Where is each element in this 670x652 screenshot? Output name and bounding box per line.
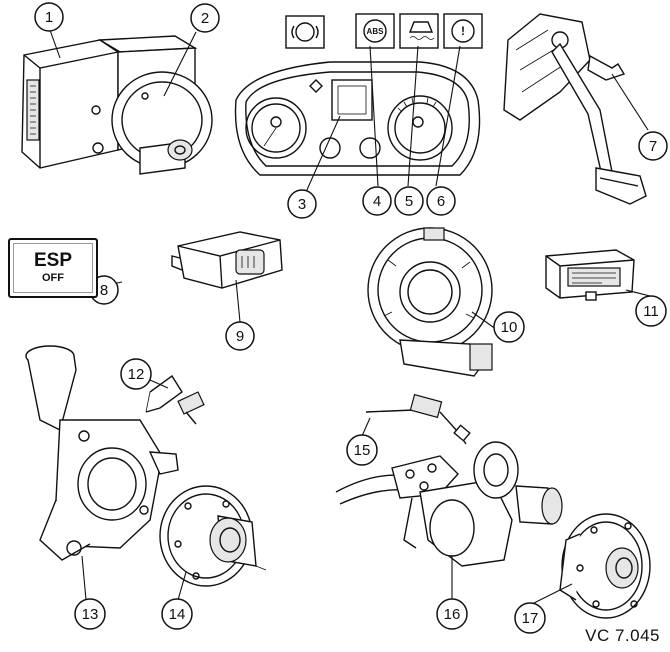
svg-text:14: 14 [169, 606, 186, 623]
svg-text:13: 13 [82, 606, 99, 623]
svg-text:16: 16 [444, 606, 461, 623]
rear-axle-stub [335, 441, 563, 567]
abs-hydraulic-unit [21, 35, 213, 175]
svg-text:8: 8 [100, 282, 108, 299]
callout-12: 12 [120, 358, 152, 390]
callout-6: 6 [426, 186, 456, 216]
warning-lamp-esp [285, 15, 325, 49]
instrument-cluster [234, 61, 481, 176]
svg-text:17: 17 [522, 610, 539, 627]
svg-text:2: 2 [201, 10, 209, 27]
esp-switch-sublabel: OFF [42, 272, 64, 284]
front-steering-knuckle [25, 345, 179, 561]
rear-wheel-hub [559, 513, 651, 619]
warning-lamp-abs: ABS [355, 13, 395, 49]
callout-7: 7 [638, 131, 668, 161]
callout-14: 14 [161, 598, 193, 630]
callout-9: 9 [225, 321, 255, 351]
callout-17: 17 [514, 602, 546, 634]
warning-lamp-general: ! [443, 13, 483, 49]
callout-15: 15 [346, 434, 378, 466]
svg-text:10: 10 [501, 319, 518, 336]
svg-text:9: 9 [236, 328, 244, 345]
svg-text:4: 4 [373, 193, 381, 210]
svg-text:11: 11 [643, 303, 659, 320]
rear-wheel-speed-sensor [365, 393, 471, 445]
svg-text:5: 5 [405, 193, 413, 210]
callout-10: 10 [493, 311, 525, 343]
reference-code: VC 7.045 [585, 626, 660, 645]
brake-pedal-assembly [503, 13, 647, 205]
callout-1: 1 [34, 2, 64, 32]
svg-text:!: ! [461, 24, 465, 38]
svg-text:7: 7 [649, 138, 657, 155]
svg-text:6: 6 [437, 193, 445, 210]
front-wheel-speed-sensor [145, 374, 205, 425]
warning-lamp-traction [399, 13, 439, 49]
callout-3: 3 [287, 189, 317, 219]
esp-off-switch: ESP OFF [8, 238, 98, 298]
yaw-rate-sensor [171, 231, 283, 289]
svg-text:15: 15 [354, 442, 371, 459]
callout-13: 13 [74, 598, 106, 630]
callout-16: 16 [436, 598, 468, 630]
callout-5: 5 [394, 186, 424, 216]
front-wheel-hub [159, 485, 267, 587]
callout-11: 11 [635, 295, 667, 327]
leader-lines [49, 29, 651, 605]
svg-text:3: 3 [298, 196, 306, 213]
steering-angle-sensor [367, 227, 493, 377]
svg-text:ABS: ABS [367, 27, 385, 36]
callout-4: 4 [362, 186, 392, 216]
lateral-acceleration-sensor [545, 249, 635, 301]
svg-text:12: 12 [128, 366, 145, 383]
callout-2: 2 [190, 3, 220, 33]
esp-switch-label: ESP [33, 250, 73, 271]
svg-text:1: 1 [45, 9, 53, 26]
